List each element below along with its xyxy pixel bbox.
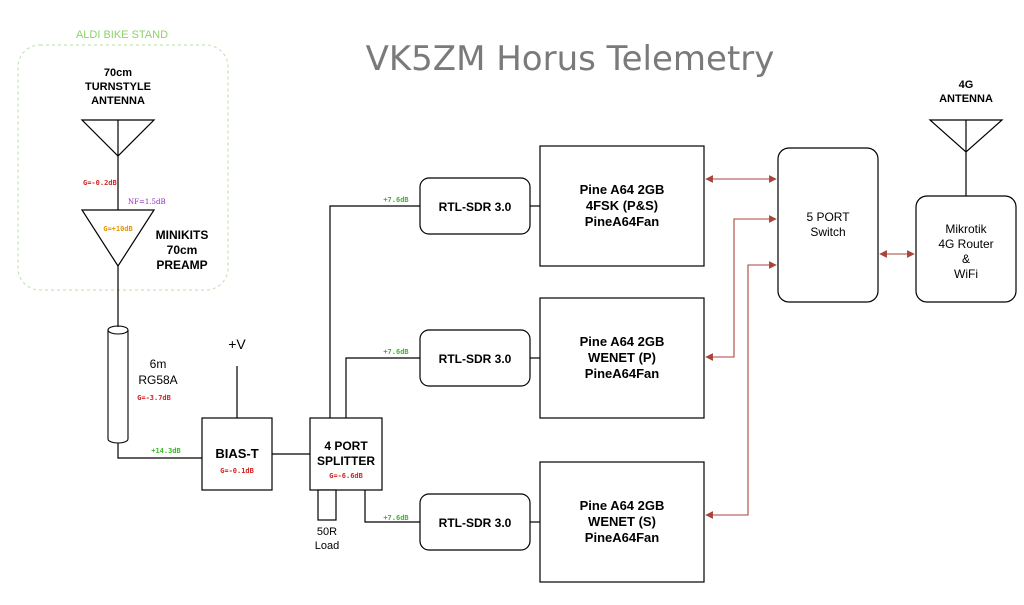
bike-stand-label: ALDI BIKE STAND [76, 29, 168, 41]
pine-2-line-3: PineA64Fan [585, 366, 659, 381]
antenna-70cm-label-3: ANTENNA [91, 95, 145, 107]
sdr-3-label: RTL-SDR 3.0 [439, 516, 512, 530]
pine-2-box [539, 297, 705, 419]
pine-3-line-1: Pine A64 2GB [580, 498, 665, 513]
diagram-title: VK5ZM Horus Telemetry [366, 39, 775, 79]
load-box [317, 489, 337, 521]
pine-1-box [539, 145, 705, 267]
pine-3-box [539, 461, 705, 583]
router-label-1: Mikrotik [945, 222, 987, 236]
pine-1-line-2: 4FSK (P&S) [586, 198, 658, 213]
wire-splitter-sdr1 [329, 205, 420, 418]
sdr-1-label: RTL-SDR 3.0 [439, 200, 512, 214]
pine-2-line-1: Pine A64 2GB [580, 334, 665, 349]
antenna-4g-label-2: ANTENNA [939, 93, 993, 105]
antenna-70cm-icon [80, 119, 156, 157]
bike-stand-frame [17, 44, 229, 291]
preamp-label-1: MINIKITS [156, 228, 209, 242]
antenna-4g-icon [928, 119, 1004, 153]
pine-3-line-2: WENET (S) [588, 514, 656, 529]
coax-cable-icon [107, 325, 129, 444]
pine-1-line-1: Pine A64 2GB [580, 182, 665, 197]
wire-splitter-sdr2 [345, 357, 420, 418]
router-label-2: 4G Router [938, 237, 993, 251]
sdr3-level: +7.6dB [383, 514, 408, 522]
cable-output-level: +14.3dB [151, 447, 181, 455]
pine-3-line-3: PineA64Fan [585, 530, 659, 545]
preamp-label-2: 70cm [167, 243, 198, 257]
sdr-2-label: RTL-SDR 3.0 [439, 352, 512, 366]
pine-2-line-2: WENET (P) [588, 350, 656, 365]
antenna-gain-label: G=-0.2dB [83, 179, 117, 187]
ethernet-links [705, 175, 915, 519]
cable-gain-label: G=-3.7dB [137, 394, 171, 402]
switch-label-1: 5 PORT [806, 210, 850, 224]
antenna-70cm-label-2: TURNSTYLE [85, 81, 151, 93]
sdr2-level: +7.6dB [383, 348, 408, 356]
preamp-icon [80, 209, 156, 268]
wire-cable-biast [117, 443, 202, 459]
ethernet-pine2-switch [705, 215, 777, 361]
sdr1-level: +7.6dB [383, 196, 408, 204]
antenna-4g-label-1: 4G [959, 79, 974, 91]
switch-box [777, 147, 879, 303]
bias-t-label: BIAS-T [215, 446, 258, 461]
splitter-box [309, 417, 383, 491]
cable-label-1: 6m [150, 357, 167, 371]
switch-label-2: Switch [810, 225, 845, 239]
splitter-label-1: 4 PORT [324, 439, 368, 453]
pine-1-line-3: PineA64Fan [585, 214, 659, 229]
antenna-70cm-label-1: 70cm [104, 67, 132, 79]
bias-t-supply-label: +V [228, 336, 246, 352]
load-label-1: 50R [317, 526, 337, 538]
router-label-3: & [962, 252, 970, 266]
ethernet-pine3-switch [705, 261, 777, 519]
splitter-gain: G=-6.6dB [329, 472, 363, 480]
router-label-4: WiFi [954, 267, 978, 281]
preamp-nf-label: NF=1.5dB [128, 198, 166, 206]
cable-label-2: RG58A [138, 373, 177, 387]
bias-t-gain: G=-0.1dB [220, 467, 254, 475]
wire-splitter-sdr3 [364, 490, 420, 523]
load-label-2: Load [315, 540, 339, 552]
preamp-label-3: PREAMP [156, 258, 207, 272]
preamp-gain-label: G=+10dB [103, 225, 133, 233]
splitter-label-2: SPLITTER [317, 454, 375, 468]
